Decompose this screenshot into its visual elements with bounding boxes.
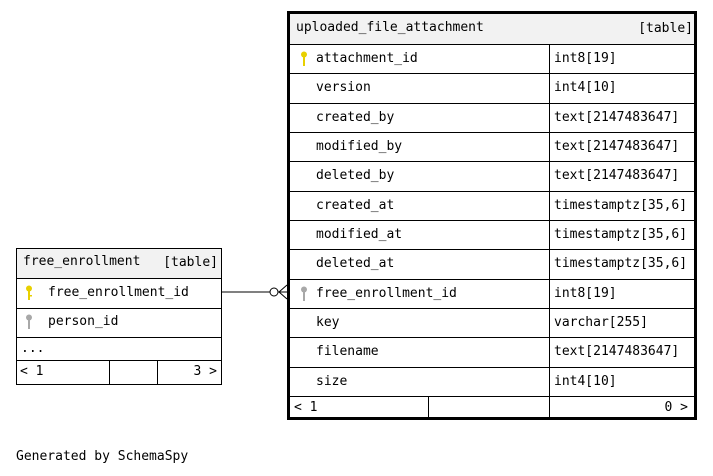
- column-divider: [549, 191, 550, 220]
- column-row: person_id: [17, 308, 221, 337]
- column-divider: [549, 250, 550, 279]
- column-name: free_enrollment_id: [316, 285, 457, 301]
- column-divider: [549, 103, 550, 132]
- column-row: attachment_id int8[19]: [290, 44, 694, 74]
- column-row: modified_by text[2147483647]: [290, 132, 694, 162]
- column-divider: [549, 133, 550, 162]
- column-row: free_enrollment_id: [17, 278, 221, 308]
- column-divider: [549, 45, 550, 74]
- table-uploaded-file-attachment[interactable]: uploaded_file_attachment [table] attachm…: [287, 11, 697, 420]
- table-free-enrollment[interactable]: free_enrollment [table] free_enrollment_…: [16, 248, 222, 385]
- children-count[interactable]: < 1: [20, 364, 44, 379]
- column-row: deleted_by text[2147483647]: [290, 161, 694, 191]
- foreign-key-icon: [26, 314, 32, 329]
- foreign-key-icon: [301, 286, 307, 301]
- column-name: version: [316, 80, 371, 96]
- column-type: int8[19]: [554, 51, 617, 66]
- column-divider: [549, 338, 550, 367]
- column-row: created_at timestamptz[35,6]: [290, 190, 694, 220]
- generated-by-footer: Generated by SchemaSpy: [16, 449, 189, 464]
- column-name: created_by: [316, 109, 395, 125]
- column-type: varchar[255]: [554, 315, 648, 330]
- column-name: size: [316, 373, 348, 389]
- column-type: text[2147483647]: [554, 139, 680, 154]
- primary-key-icon: [301, 51, 307, 66]
- column-divider: [549, 162, 550, 191]
- column-type: int8[19]: [554, 285, 617, 301]
- table-header: uploaded_file_attachment [table]: [290, 14, 694, 44]
- column-row: key varchar[255]: [290, 308, 694, 338]
- column-type: text[2147483647]: [554, 168, 680, 184]
- table-name: uploaded_file_attachment: [296, 20, 484, 35]
- column-divider: [549, 74, 550, 103]
- table-name: free_enrollment: [23, 254, 141, 269]
- column-divider: [549, 221, 550, 250]
- column-name: deleted_by: [316, 168, 395, 184]
- table-header: free_enrollment [table]: [17, 249, 221, 278]
- column-name: deleted_at: [316, 256, 395, 272]
- table-tag: [table]: [638, 21, 693, 36]
- column-name: person_id: [48, 314, 119, 329]
- zero-cardinality-marker: [269, 287, 279, 297]
- column-row: modified_at timestamptz[35,6]: [290, 220, 694, 250]
- column-row: filename text[2147483647]: [290, 337, 694, 367]
- column-row: deleted_at timestamptz[35,6]: [290, 249, 694, 279]
- crows-foot-marker: [278, 284, 288, 300]
- column-divider: [549, 367, 550, 396]
- column-type: timestamptz[35,6]: [554, 197, 688, 213]
- footer-divider: [549, 397, 550, 420]
- column-name: modified_at: [316, 227, 403, 242]
- column-divider: [549, 309, 550, 338]
- column-row: free_enrollment_id int8[19]: [290, 278, 694, 308]
- column-name: created_at: [316, 197, 395, 213]
- column-type: timestamptz[35,6]: [554, 227, 688, 242]
- more-columns-indicator: ...: [21, 341, 45, 356]
- table-footer: < 1 0 >: [290, 396, 694, 420]
- footer-divider: [428, 397, 429, 420]
- column-type: text[2147483647]: [554, 109, 680, 125]
- column-divider: [549, 279, 550, 308]
- column-name: filename: [316, 344, 379, 360]
- column-row: size int4[10]: [290, 366, 694, 396]
- column-name: attachment_id: [316, 51, 418, 66]
- column-row: version int4[10]: [290, 73, 694, 103]
- children-count[interactable]: < 1: [294, 400, 318, 415]
- column-type: text[2147483647]: [554, 344, 680, 360]
- column-name: free_enrollment_id: [48, 285, 189, 300]
- column-type: int4[10]: [554, 373, 617, 389]
- parents-count[interactable]: 0 >: [664, 400, 688, 415]
- column-type: timestamptz[35,6]: [554, 256, 688, 272]
- column-name: modified_by: [316, 139, 403, 154]
- footer-divider: [157, 361, 158, 384]
- column-row: created_by text[2147483647]: [290, 102, 694, 132]
- table-footer: < 1 3 >: [17, 360, 221, 384]
- column-name: key: [316, 315, 340, 330]
- table-tag: [table]: [163, 255, 218, 270]
- footer-divider: [109, 361, 110, 384]
- column-type: int4[10]: [554, 80, 617, 96]
- parents-count[interactable]: 3 >: [193, 364, 217, 379]
- more-columns-row: ...: [17, 337, 221, 360]
- primary-key-icon: [26, 285, 32, 300]
